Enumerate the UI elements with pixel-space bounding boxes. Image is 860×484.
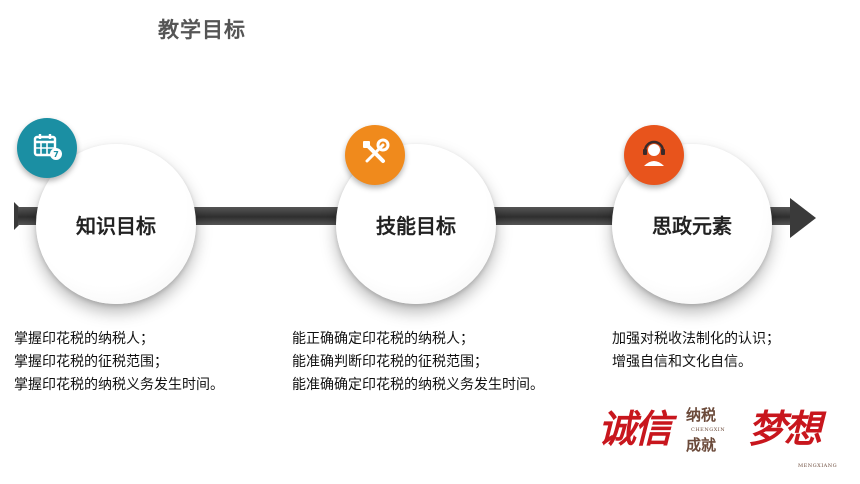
page-title: 教学目标 — [158, 18, 246, 42]
step-label-skill: 技能目标 — [376, 213, 456, 238]
slogan-part1: 诚信 — [598, 406, 672, 451]
detail-line: 掌握印花税的征税范围； — [14, 354, 168, 370]
calendar-icon: 7 — [30, 129, 64, 167]
slogan-part3: 成就 — [686, 436, 717, 454]
badge-ideology — [624, 125, 684, 185]
slogan-part2-pinyin: CHENGXIN — [691, 427, 726, 433]
svg-text:7: 7 — [53, 150, 59, 159]
details-ideology: 加强对税收法制化的认识； 增强自信和文化自信。 — [612, 328, 780, 374]
detail-line: 掌握印花税的纳税人； — [14, 331, 154, 347]
detail-line: 加强对税收法制化的认识； — [612, 331, 780, 347]
slogan-part2: 纳税 — [686, 406, 717, 424]
tools-icon — [358, 136, 392, 174]
slogan-part4-pinyin: MENGXIANG — [798, 463, 838, 469]
details-skill: 能正确确定印花税的纳税人； 能准确判断印花税的征税范围； 能准确确定印花税的纳税… — [292, 328, 544, 397]
detail-line: 增强自信和文化自信。 — [612, 354, 752, 370]
details-knowledge: 掌握印花税的纳税人； 掌握印花税的征税范围； 掌握印花税的纳税义务发生时间。 — [14, 328, 224, 397]
step-label-knowledge: 知识目标 — [76, 213, 156, 238]
slogan-part4: 梦想 — [748, 406, 822, 451]
step-circle-skill: 技能目标 — [336, 144, 496, 304]
step-label-ideology: 思政元素 — [652, 213, 732, 238]
timeline-arrow-head — [790, 198, 816, 238]
support-agent-icon — [637, 136, 671, 174]
slogan-logo: 诚信 纳税 CHENGXIN 成就 梦想 MENGXIANG — [598, 396, 860, 476]
step-circle-ideology: 思政元素 — [612, 144, 772, 304]
detail-line: 能准确确定印花税的纳税义务发生时间。 — [292, 377, 544, 393]
badge-skill — [345, 125, 405, 185]
detail-line: 能准确判断印花税的征税范围； — [292, 354, 488, 370]
detail-line: 能正确确定印花税的纳税人； — [292, 331, 474, 347]
badge-knowledge: 7 — [17, 118, 77, 178]
detail-line: 掌握印花税的纳税义务发生时间。 — [14, 377, 224, 393]
